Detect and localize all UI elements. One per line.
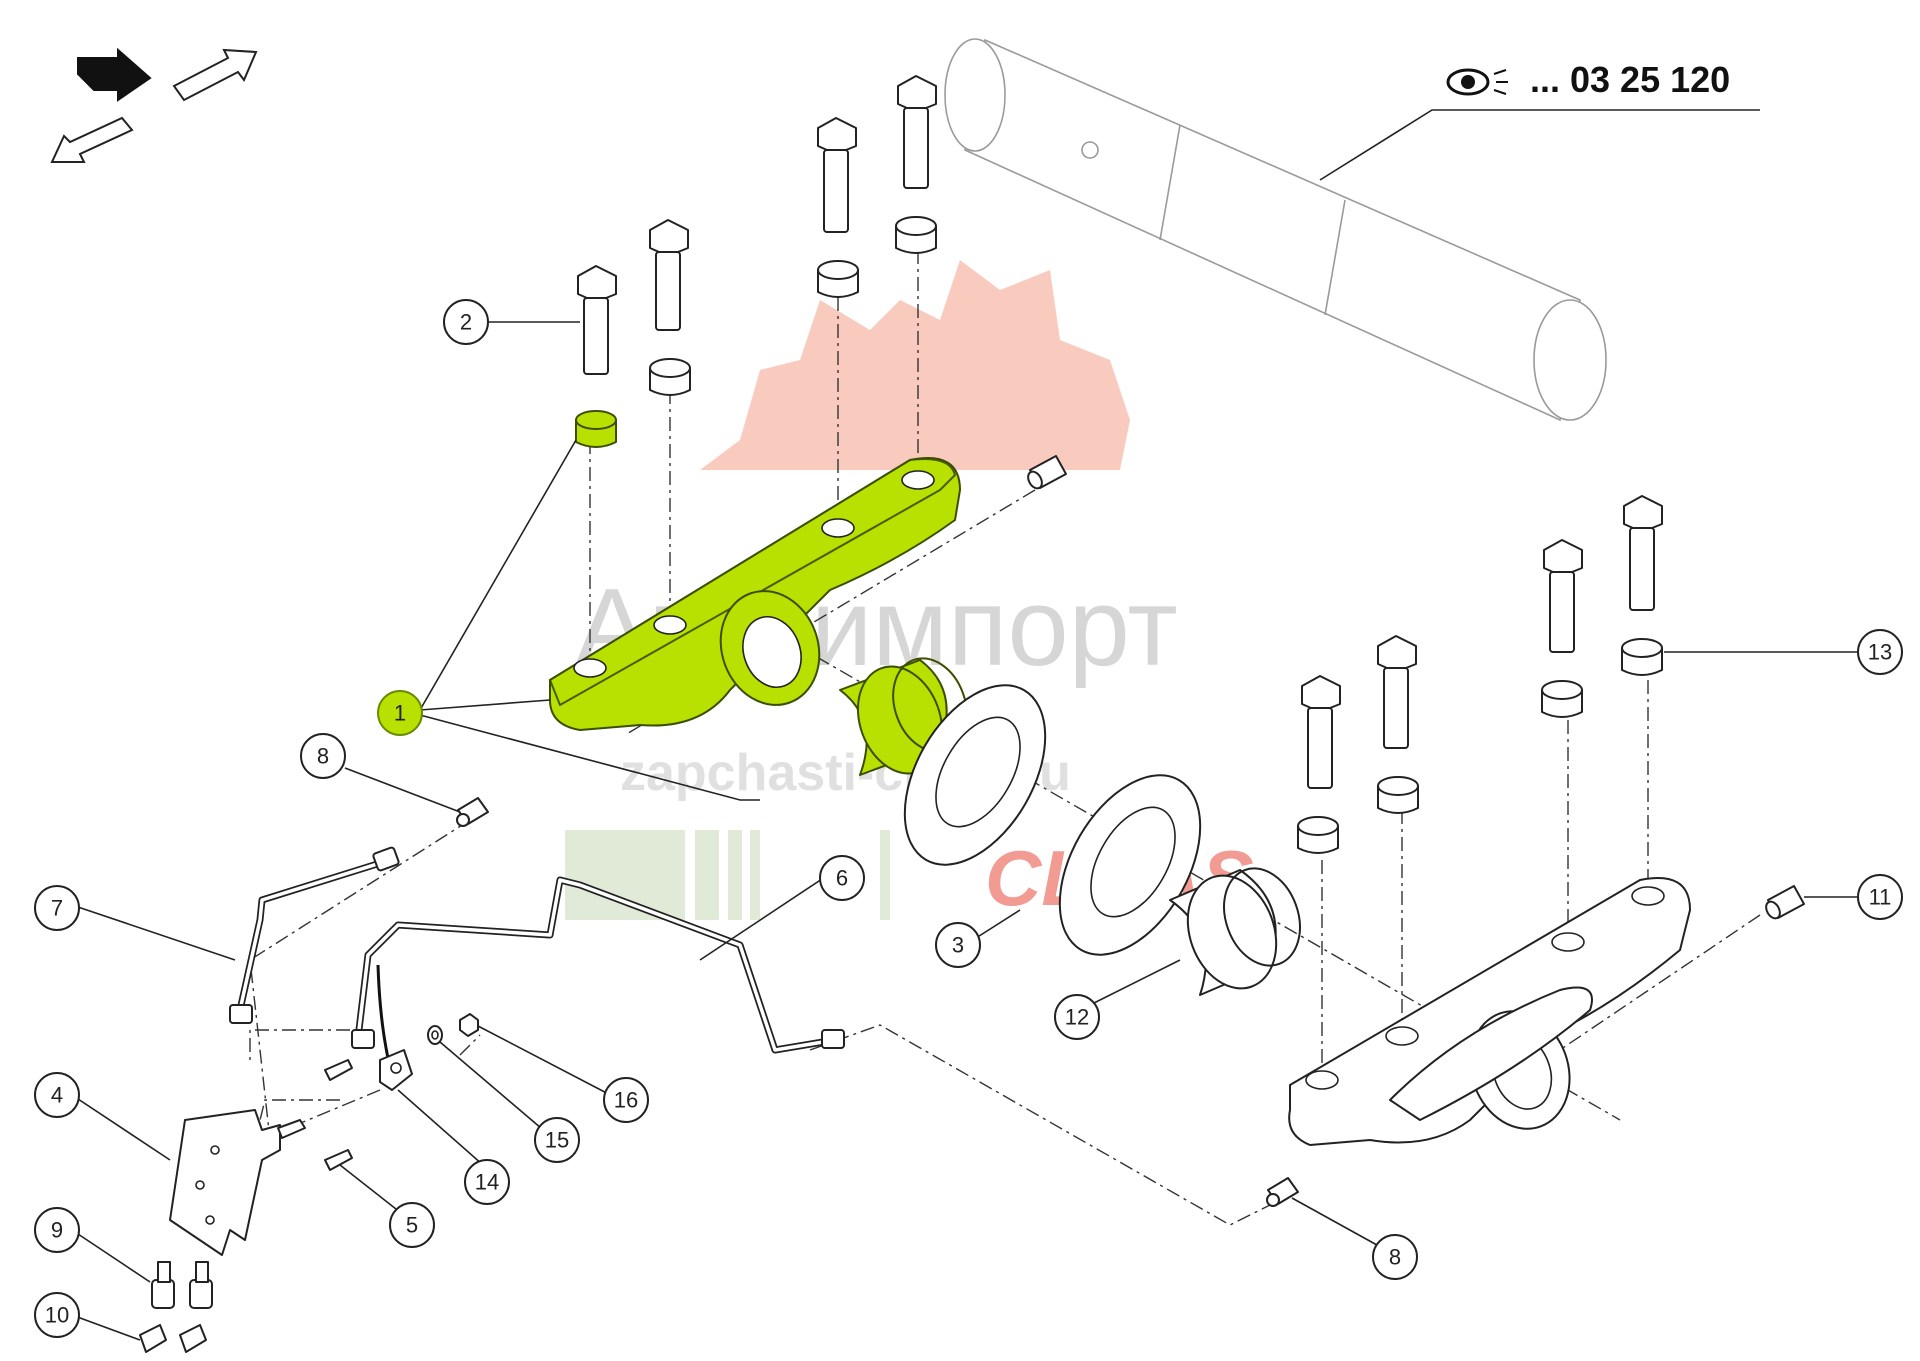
clamp-14 [379,1049,413,1091]
callout-8-upper[interactable]: 8 [300,733,346,779]
set-screw-lower [1765,885,1805,920]
callout-5[interactable]: 5 [389,1202,435,1248]
callout-14-label: 14 [475,1170,499,1195]
previous-arrow-icon[interactable] [50,116,134,163]
callout-13[interactable]: 13 [1857,629,1903,675]
bolt-group-upper [575,75,937,448]
callout-11[interactable]: 11 [1857,874,1903,920]
reference-label: ... 03 25 120 [1530,59,1730,100]
washer-15 [427,1025,443,1045]
callout-8-lower[interactable]: 8 [1372,1234,1418,1280]
callout-3-label: 3 [952,933,964,958]
callout-4[interactable]: 4 [34,1072,80,1118]
thrust-washer-2 [1058,774,1202,956]
callout-7-label: 7 [51,896,63,921]
callout-10-label: 10 [45,1303,69,1328]
callout-7[interactable]: 7 [34,885,80,931]
watermark-gear-icon [700,260,1130,470]
callout-2[interactable]: 2 [443,299,489,345]
callout-6-label: 6 [836,866,848,891]
lubrication-pipe-7 [229,846,400,1024]
thrust-washer-1 [903,684,1047,866]
needle-bushing-lower [1169,867,1301,996]
callout-15-label: 15 [545,1128,569,1153]
callout-14[interactable]: 14 [464,1159,510,1205]
callout-12-label: 12 [1065,1005,1089,1030]
mounting-bracket [169,1109,281,1256]
small-bolts [277,1059,353,1171]
callout-2-label: 2 [460,310,472,335]
callout-1-label: 1 [394,701,406,726]
bolt-group-lower [1297,495,1663,854]
watermark-stripes [565,830,890,920]
callout-8-lower-label: 8 [1389,1245,1401,1270]
back-arrow-icon[interactable] [77,47,152,102]
grease-nipple-upper [456,797,489,827]
grease-nipple-lower [1266,1177,1299,1207]
callout-12[interactable]: 12 [1054,994,1100,1040]
set-screw-upper [1027,455,1067,490]
callout-6[interactable]: 6 [819,855,865,901]
callout-16-label: 16 [614,1088,638,1113]
callout-3[interactable]: 3 [935,922,981,968]
callout-4-label: 4 [51,1083,63,1108]
callout-8-upper-label: 8 [317,744,329,769]
callout-5-label: 5 [406,1213,418,1238]
nut-16 [459,1013,479,1037]
next-arrow-icon[interactable] [172,48,258,102]
cap-10 [139,1324,207,1353]
fitting-9b [189,1261,213,1309]
callout-16[interactable]: 16 [603,1077,649,1123]
callout-9-label: 9 [51,1218,63,1243]
fitting-9 [151,1261,175,1309]
shaft [944,38,1607,422]
lower-rocker-arm [1288,877,1691,1146]
leader-lines [71,321,1860,1341]
reference-leader [1319,109,1760,181]
callout-13-label: 13 [1868,640,1892,665]
callout-1[interactable]: 1 [377,690,423,736]
callout-11-label: 11 [1869,885,1892,910]
reference-eye-icon [1446,68,1508,96]
callout-10[interactable]: 10 [34,1292,80,1338]
needle-bushing-upper [839,657,968,776]
upper-rocker-arm [549,457,961,731]
callout-15[interactable]: 15 [534,1117,580,1163]
callout-9[interactable]: 9 [34,1207,80,1253]
